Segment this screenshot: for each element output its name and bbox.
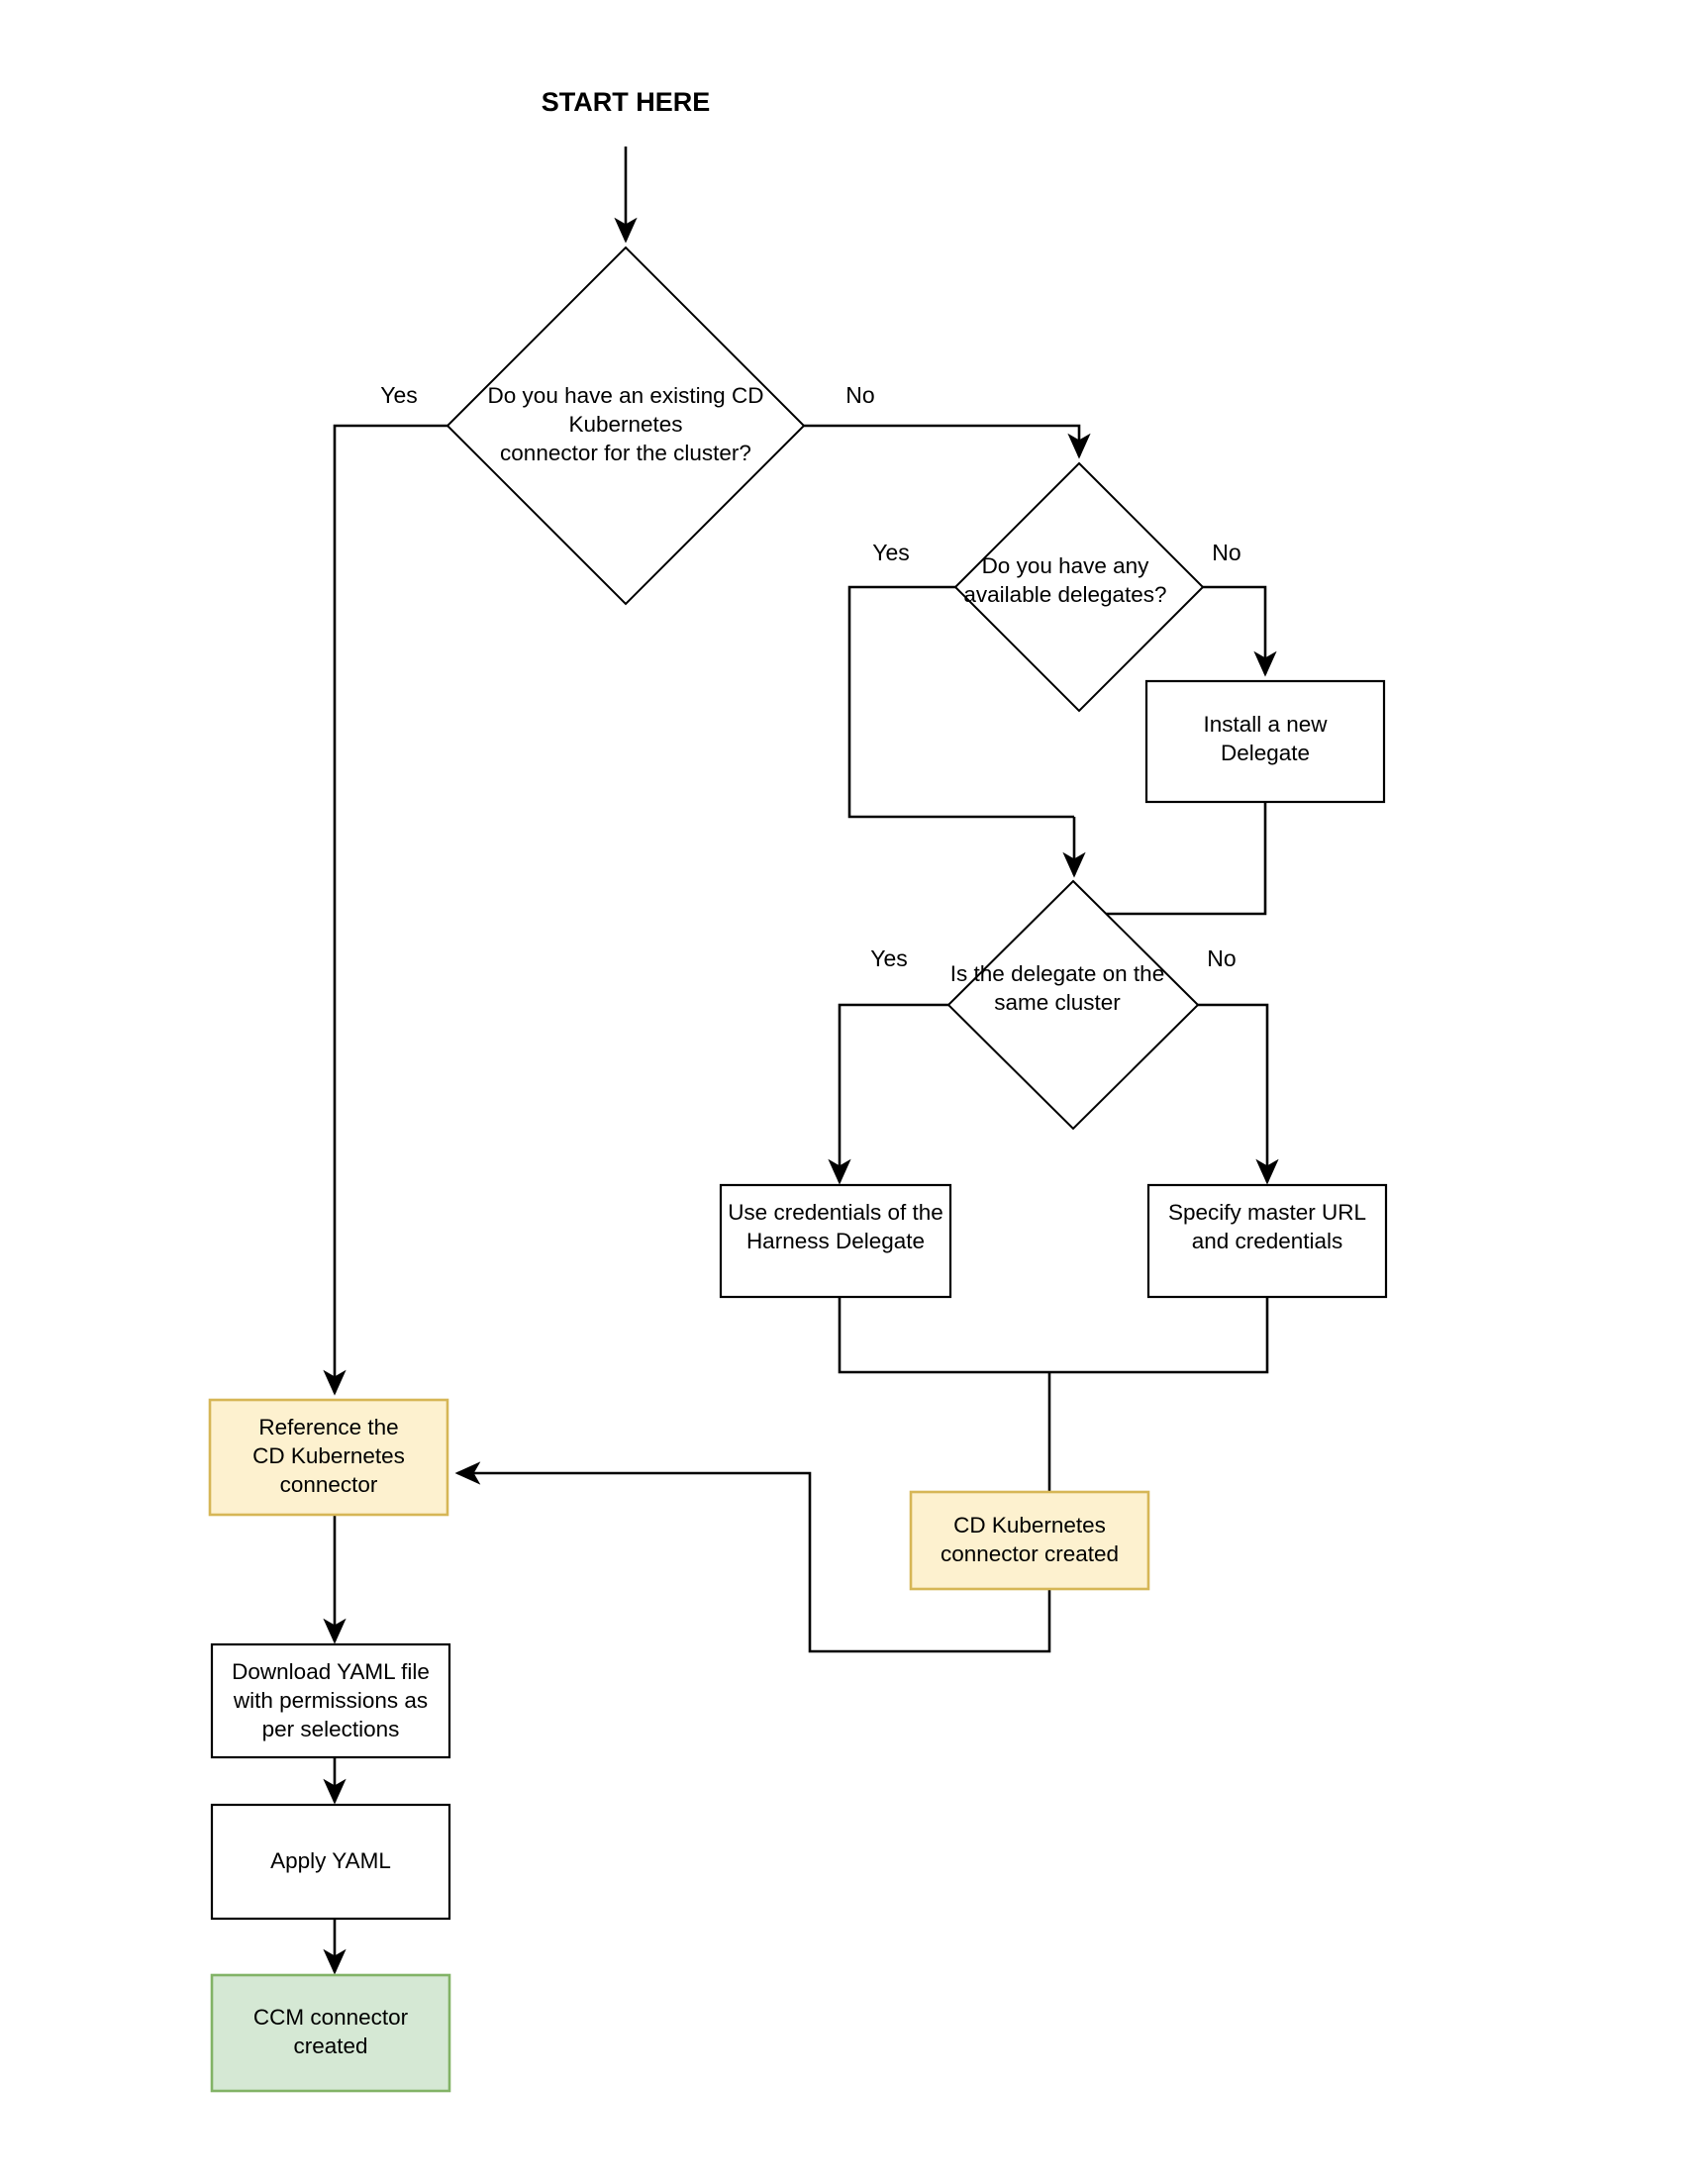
process-install-new-delegate[interactable]: Install a new Delegate [1144, 679, 1386, 804]
process-apply-yaml[interactable]: Apply YAML [210, 1803, 451, 1921]
decision-existing-cd-connector-line-2: Kubernetes [568, 412, 682, 437]
decision-available-delegates-line-2: available delegates? [963, 582, 1166, 607]
decision-available-delegates[interactable]: Do you have any available delegates? [953, 461, 1205, 713]
process-install-new-delegate-line-1: Install a new [1203, 712, 1328, 737]
decision-existing-cd-connector-line-1: Do you have an existing CD [488, 383, 764, 408]
terminal-ccm-connector-created[interactable]: CCM connector created [210, 1973, 451, 2093]
process-install-new-delegate-shape[interactable] [1144, 679, 1386, 804]
decision-available-delegates-shape[interactable] [953, 461, 1205, 713]
decision-available-delegates-line-1: Do you have any [982, 553, 1150, 578]
edge-label-d2-yes: Yes [872, 540, 910, 565]
edge-label-d1-yes: Yes [380, 382, 418, 408]
decision-existing-cd-connector-shape[interactable] [446, 246, 806, 606]
decision-delegate-same-cluster-shape[interactable] [946, 879, 1200, 1131]
terminal-cd-connector-created-shape[interactable] [909, 1490, 1150, 1591]
edge-label-d3-no: No [1207, 945, 1236, 971]
process-reference-cd-connector-line-2: CD Kubernetes [252, 1443, 405, 1468]
terminal-cd-connector-created[interactable]: CD Kubernetes connector created [909, 1490, 1150, 1591]
process-download-yaml-shape[interactable] [210, 1642, 451, 1759]
edge-d1-no-to-d2 [804, 424, 1091, 459]
terminal-cd-connector-created-line-1: CD Kubernetes [953, 1513, 1106, 1538]
start-here-label: START HERE [542, 87, 711, 117]
edge-d2-no-to-install [1203, 585, 1277, 677]
decision-delegate-same-cluster-line-2: same cluster [994, 990, 1121, 1015]
process-specify-master-url[interactable]: Specify master URL and credentials [1146, 1183, 1388, 1299]
process-download-yaml[interactable]: Download YAML file with permissions as p… [210, 1642, 451, 1759]
process-reference-cd-connector-line-3: connector [280, 1472, 378, 1497]
edge-install-to-merge [1074, 802, 1267, 916]
edge-d1-yes-to-reference [323, 424, 447, 1396]
edge-d3-yes-to-usecreds [828, 1003, 948, 1185]
process-install-new-delegate-line-2: Delegate [1221, 741, 1310, 765]
process-apply-yaml-line-1: Apply YAML [270, 1848, 391, 1873]
decision-existing-cd-connector-line-3: connector for the cluster? [500, 441, 751, 465]
process-use-harness-delegate-credentials[interactable]: Use credentials of the Harness Delegate [719, 1183, 952, 1299]
edge-d3-no-to-masterurl [1198, 1003, 1279, 1185]
edge-label-d1-no: No [845, 382, 874, 408]
terminal-ccm-connector-created-line-1: CCM connector [253, 2005, 409, 2030]
process-use-harness-delegate-credentials-line-1: Use credentials of the [728, 1200, 943, 1225]
process-reference-cd-connector-shape[interactable] [208, 1398, 449, 1517]
process-specify-master-url-line-1: Specify master URL [1168, 1200, 1366, 1225]
process-reference-cd-connector-line-1: Reference the [258, 1415, 398, 1439]
process-download-yaml-line-1: Download YAML file [232, 1659, 430, 1684]
terminal-cd-connector-created-line-2: connector created [941, 1541, 1119, 1566]
terminal-ccm-connector-created-shape[interactable] [210, 1973, 451, 2093]
edge-cdcreated-to-reference [454, 1461, 1051, 1653]
edge-masterurl-to-join [1049, 1297, 1269, 1374]
process-specify-master-url-line-2: and credentials [1192, 1229, 1343, 1253]
edge-label-d3-yes: Yes [870, 945, 908, 971]
process-use-harness-delegate-credentials-line-2: Harness Delegate [746, 1229, 925, 1253]
process-specify-master-url-shape[interactable] [1146, 1183, 1388, 1299]
process-use-harness-delegate-credentials-shape[interactable] [719, 1183, 952, 1299]
process-download-yaml-line-2: with permissions as [233, 1688, 428, 1713]
terminal-ccm-connector-created-line-2: created [293, 2034, 367, 2058]
decision-delegate-same-cluster-line-1: Is the delegate on the [950, 961, 1164, 986]
edge-label-d2-no: No [1212, 540, 1240, 565]
decision-delegate-same-cluster[interactable]: Is the delegate on the same cluster [946, 879, 1200, 1131]
edge-d2-yes-to-merge [847, 585, 1074, 819]
process-apply-yaml-shape[interactable] [210, 1803, 451, 1921]
decision-existing-cd-connector[interactable]: Do you have an existing CD Kubernetes co… [446, 246, 806, 606]
process-reference-cd-connector[interactable]: Reference the CD Kubernetes connector [208, 1398, 449, 1517]
edge-usecreds-to-join [838, 1297, 1049, 1374]
process-download-yaml-line-3: per selections [262, 1717, 400, 1741]
